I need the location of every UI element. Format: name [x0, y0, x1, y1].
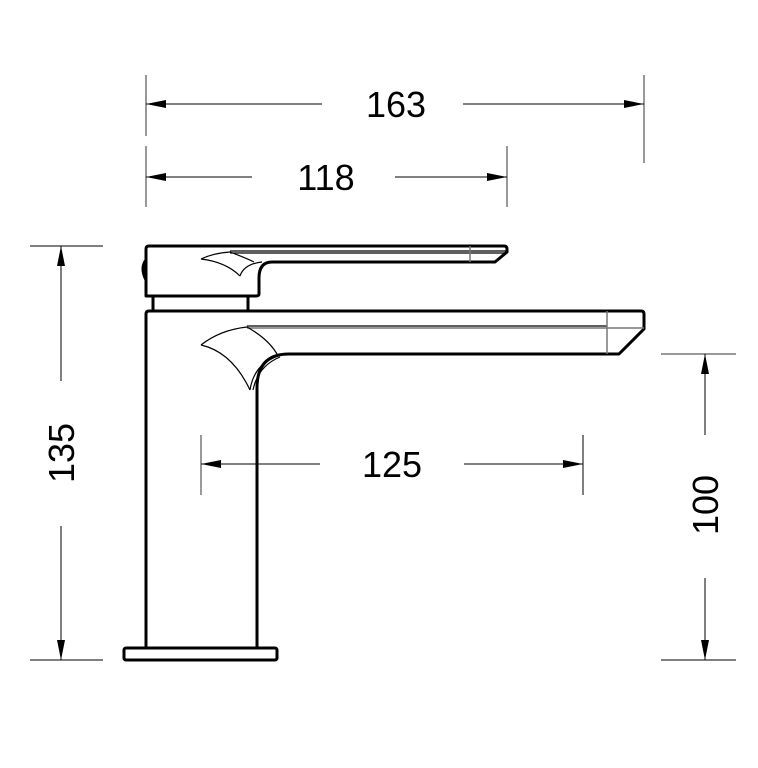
- dimension-label-163: 163: [366, 84, 426, 125]
- tap-lever-handle: [141, 244, 509, 298]
- dimension-125: 125: [200, 435, 584, 495]
- dimension-163: 163: [145, 75, 645, 163]
- dimension-label-125: 125: [362, 444, 422, 485]
- dimension-label-118: 118: [297, 157, 354, 198]
- dimension-135: 135: [30, 245, 103, 661]
- dimension-label-135: 135: [41, 423, 82, 483]
- dimension-label-100: 100: [685, 475, 726, 535]
- tap-collar: [151, 296, 250, 311]
- dimension-100: 100: [661, 353, 736, 661]
- tap-base-plate: [122, 646, 279, 662]
- dimension-118: 118: [145, 146, 508, 207]
- tap-body-spout: [144, 309, 646, 648]
